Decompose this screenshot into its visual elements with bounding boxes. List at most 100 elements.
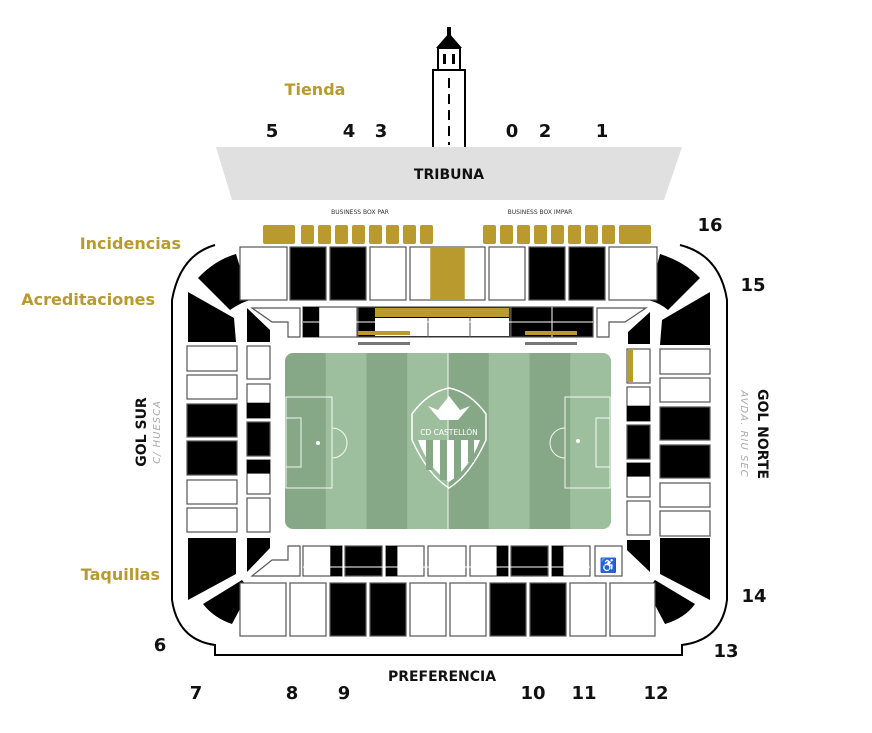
gol-norte-street: AVDA. RIU SEC (738, 389, 749, 477)
gol-sur-inner-section[interactable] (246, 459, 271, 495)
gol-norte-inner-section[interactable] (626, 424, 651, 460)
pitch-stripe (325, 353, 367, 529)
gol-norte-inner-section[interactable] (626, 500, 651, 536)
gate-6[interactable]: 6 (154, 635, 167, 656)
pitch-stripe (488, 353, 530, 529)
gate-15[interactable]: 15 (740, 275, 765, 296)
business-box[interactable] (500, 225, 513, 244)
preferencia-upper-section[interactable] (569, 582, 607, 637)
preferencia-lower-section[interactable] (302, 545, 343, 577)
business-box[interactable] (517, 225, 530, 244)
business-box-impar-label: BUSINESS BOX IMPAR (508, 209, 573, 216)
business-box[interactable] (403, 225, 416, 244)
tribuna-bar-left-grey (358, 342, 410, 345)
business-box-par-label: BUSINESS BOX PAR (331, 209, 389, 216)
gate-4[interactable]: 4 (343, 121, 356, 142)
tribuna-upper-section[interactable] (608, 246, 658, 301)
gol-norte-outer-section[interactable] (659, 406, 711, 441)
preferencia-lower-section[interactable] (551, 545, 591, 577)
business-box[interactable] (483, 225, 496, 244)
gate-1[interactable]: 1 (596, 121, 609, 142)
gol-norte-outer-section[interactable] (659, 482, 711, 508)
preferencia-upper-section[interactable] (369, 582, 407, 637)
tribuna-upper-section[interactable] (369, 246, 407, 301)
gate-8[interactable]: 8 (286, 683, 299, 704)
gol-norte-inner-section[interactable] (626, 462, 651, 498)
gol-sur-outer-section[interactable] (186, 374, 238, 400)
club-logo: CD CASTELLÓN (411, 387, 487, 489)
preferencia-upper-section[interactable] (529, 582, 567, 637)
tribuna-upper-section[interactable] (488, 246, 526, 301)
poi-tienda[interactable]: Tienda (285, 80, 346, 99)
gate-13[interactable]: 13 (713, 641, 738, 662)
business-box[interactable] (335, 225, 348, 244)
business-box[interactable] (619, 225, 651, 244)
gol-sur-inner-section[interactable] (246, 497, 271, 533)
gate-10[interactable]: 10 (520, 683, 545, 704)
tribuna-upper-section[interactable] (239, 246, 288, 301)
gol-sur-inner-section[interactable] (246, 421, 271, 457)
tribuna-upper-section[interactable] (289, 246, 327, 301)
preferencia-lower-section[interactable] (427, 545, 467, 577)
gol-norte-inner-section[interactable] (626, 386, 651, 422)
preferencia-upper-section[interactable] (289, 582, 327, 637)
business-box[interactable] (301, 225, 314, 244)
club-logo-text: CD CASTELLÓN (420, 428, 477, 437)
business-box[interactable] (369, 225, 382, 244)
business-box[interactable] (568, 225, 581, 244)
gate-0[interactable]: 0 (506, 121, 519, 142)
stadium-outline (171, 244, 728, 656)
business-box[interactable] (420, 225, 433, 244)
gol-sur-inner-section[interactable] (246, 345, 271, 380)
gate-16[interactable]: 16 (697, 215, 722, 236)
tribuna-upper-section[interactable] (409, 246, 486, 301)
business-box[interactable] (352, 225, 365, 244)
preferencia-upper-section[interactable] (449, 582, 487, 637)
business-box[interactable] (534, 225, 547, 244)
tribuna-upper-section[interactable] (568, 246, 606, 301)
poi-taquillas[interactable]: Taquillas (81, 565, 160, 584)
preferencia-upper-section[interactable] (409, 582, 447, 637)
gol-sur-outer-section[interactable] (186, 479, 238, 505)
business-box[interactable] (263, 225, 295, 244)
gate-3[interactable]: 3 (375, 121, 388, 142)
business-box[interactable] (551, 225, 564, 244)
gate-5[interactable]: 5 (266, 121, 279, 142)
business-box[interactable] (602, 225, 615, 244)
preferencia-lower-section[interactable] (469, 545, 509, 577)
business-box[interactable] (585, 225, 598, 244)
tribuna-upper-section[interactable] (528, 246, 566, 301)
preferencia-upper-section[interactable] (329, 582, 367, 637)
gol-sur-outer-section[interactable] (186, 345, 238, 372)
preferencia-lower-section[interactable] (510, 545, 549, 577)
pitch-stripe (366, 353, 408, 529)
gol-sur-outer-section[interactable] (186, 403, 238, 438)
gate-9[interactable]: 9 (338, 683, 351, 704)
gol-sur-outer-section[interactable] (186, 507, 238, 533)
gol-sur-outer-section[interactable] (186, 440, 238, 476)
gol-norte-inner-section[interactable] (626, 348, 651, 384)
gol-norte-outer-section[interactable] (659, 510, 711, 537)
business-box[interactable] (318, 225, 331, 244)
gate-2[interactable]: 2 (539, 121, 552, 142)
gate-7[interactable]: 7 (190, 683, 203, 704)
gate-11[interactable]: 11 (571, 683, 596, 704)
preferencia-upper-section[interactable] (489, 582, 527, 637)
gol-norte-outer-section[interactable] (659, 377, 711, 403)
gol-sur-inner-section[interactable] (246, 383, 271, 419)
preferencia-upper-section[interactable] (239, 582, 287, 637)
poi-incidencias[interactable]: Incidencias (80, 234, 181, 253)
gol-norte-outer-section[interactable] (659, 348, 711, 375)
wheelchair-icon: ♿ (600, 557, 617, 574)
gate-14[interactable]: 14 (741, 586, 766, 607)
preferencia-upper-section[interactable] (609, 582, 656, 637)
gate-12[interactable]: 12 (643, 683, 668, 704)
preferencia-lower-section[interactable] (344, 545, 383, 577)
gol-norte-outer-section[interactable] (659, 444, 711, 479)
business-box[interactable] (386, 225, 399, 244)
preferencia-lower-section[interactable]: ♿ (594, 545, 623, 577)
poi-acreditaciones[interactable]: Acreditaciones (21, 290, 155, 309)
tribuna-bar-right (525, 331, 577, 335)
tribuna-upper-section[interactable] (329, 246, 367, 301)
preferencia-lower-section[interactable] (385, 545, 425, 577)
